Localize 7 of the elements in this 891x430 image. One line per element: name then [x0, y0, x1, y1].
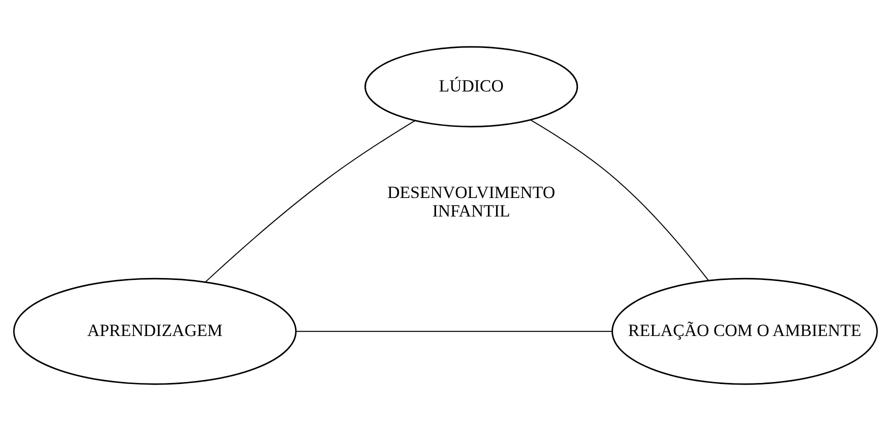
connector: [530, 119, 710, 281]
connector: [204, 120, 416, 282]
node-ellipse: APRENDIZAGEM: [13, 277, 297, 384]
label: DESENVOLVIMENTO INFANTIL: [387, 182, 556, 220]
node-ellipse: LÚDICO: [364, 46, 578, 127]
node-ellipse: RELAÇÃO COM O AMBIENTE: [612, 277, 878, 384]
connector: [296, 330, 612, 332]
